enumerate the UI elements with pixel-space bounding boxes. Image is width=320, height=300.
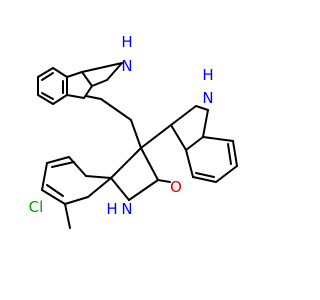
bond-line (41, 189, 66, 205)
bond-line (215, 165, 238, 183)
bond-line (140, 147, 159, 181)
bond-line (81, 71, 93, 87)
atom-label-h-right: H (202, 66, 213, 84)
bond-line (157, 179, 171, 183)
bond-line (140, 124, 172, 149)
bond-line (100, 98, 132, 121)
bond-line (227, 143, 232, 165)
bond-line (202, 109, 209, 138)
bond-line (85, 175, 112, 179)
bond-line (51, 161, 75, 168)
bond-line (128, 179, 159, 201)
bond-line (41, 92, 54, 100)
bond-line (64, 203, 71, 229)
atom-label-n-top: N (121, 57, 132, 75)
bond-line (106, 62, 123, 81)
bond-line (37, 94, 54, 105)
bond-line (195, 105, 209, 111)
atom-label-h-bottom: H (106, 200, 117, 218)
bond-line (66, 71, 83, 78)
bond-line (66, 94, 85, 99)
atom-label-cl: Cl (29, 198, 44, 216)
bond-line (64, 196, 89, 205)
bond-line (85, 95, 102, 100)
bond-line (202, 136, 234, 142)
atom-label-h-top: H (121, 33, 132, 51)
bond-line (41, 72, 54, 81)
bond-line (46, 184, 64, 197)
atom-label-n-bottom: N (121, 200, 132, 218)
bond-line (185, 136, 204, 151)
bond-line (68, 156, 87, 177)
bond-lines (37, 62, 238, 229)
molecule-structure-diagram: N H N H O Cl N H (29, 33, 238, 229)
bond-line (37, 67, 54, 78)
bond-line (52, 67, 68, 78)
bond-line (170, 124, 187, 151)
bond-line (46, 156, 70, 164)
bond-line (185, 149, 194, 178)
bond-line (81, 62, 123, 73)
bond-line (41, 162, 48, 191)
bond-line (91, 79, 108, 87)
bond-line (130, 119, 142, 149)
atom-label-n-right: N (202, 89, 213, 107)
bond-line (87, 177, 112, 198)
bond-line (110, 177, 130, 201)
bond-line (170, 105, 197, 126)
bond-line (52, 94, 68, 105)
bond-line (195, 172, 215, 178)
bond-line (232, 140, 238, 167)
atom-labels: N H N H O Cl N H (29, 33, 214, 218)
bond-line (110, 147, 142, 179)
bond-line (192, 176, 217, 183)
atom-label-o: O (170, 178, 182, 196)
